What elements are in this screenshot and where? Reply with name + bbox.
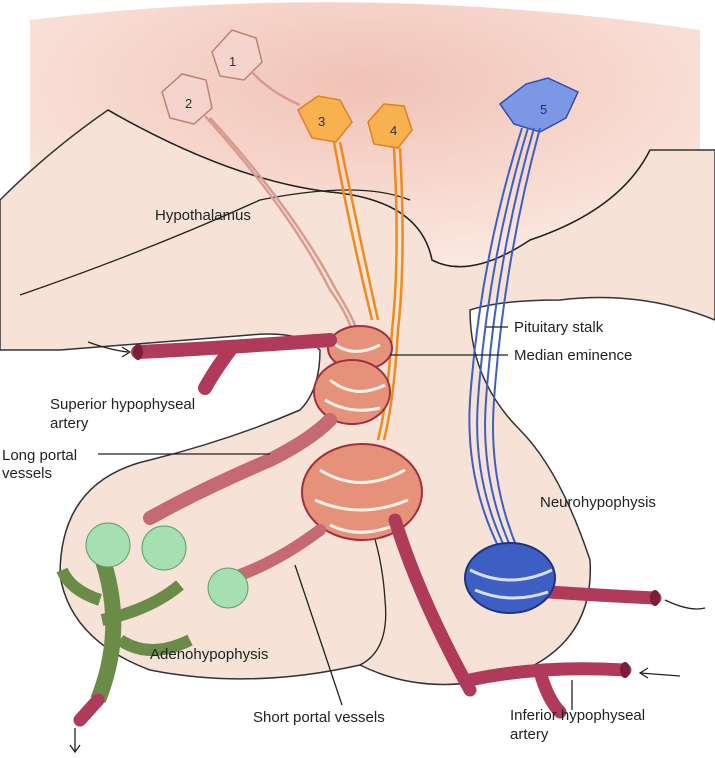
adenohypophysis-cells (56, 522, 249, 703)
long-portal-label-1: Long portal (2, 447, 77, 464)
hypothalamus-region (30, 2, 700, 272)
third-ventricle-outline (19, 189, 411, 296)
adenohypophysis-label: Adenohypophysis (150, 646, 268, 663)
svg-text:3: 3 (318, 114, 325, 129)
neuron-3: 3 (297, 95, 353, 143)
short-portal-vessel (234, 524, 326, 581)
neuron-1: 1 (211, 29, 263, 81)
superior-artery-label-2: artery (50, 415, 89, 432)
neurohypophysis-label: Neurohypophysis (540, 494, 656, 511)
hypothalamus-outline (107, 109, 651, 268)
inferior-artery-label-1: Inferior hypophyseal (510, 707, 645, 724)
blue-axons (468, 127, 541, 551)
neuron-2: 2 (161, 73, 213, 125)
inferior-hypophyseal-artery (388, 513, 632, 719)
short-portal-label: Short portal vessels (253, 709, 385, 726)
neuron-4: 4 (367, 103, 413, 149)
hypothalamus-label: Hypothalamus (155, 207, 251, 224)
outflow-vessel (73, 693, 105, 727)
median-eminence-label: Median eminence (514, 347, 632, 364)
neuron-1-axon (251, 71, 301, 107)
orange-axons (332, 141, 404, 441)
superior-artery-arrow (87, 341, 129, 353)
pituitary-stalk-label: Pituitary stalk (514, 319, 604, 336)
superior-artery-label-1: Superior hypophyseal (50, 396, 195, 413)
long-portal-label-2: vessels (2, 465, 52, 482)
superior-hypophyseal-artery (131, 333, 337, 395)
median-eminence-plexus (313, 325, 393, 425)
inferior-artery-label-2: artery (510, 726, 549, 743)
short-portal-leader (294, 564, 343, 706)
svg-text:5: 5 (540, 102, 547, 117)
neuron-5: 5 (498, 77, 579, 133)
neuron-2-axon (204, 115, 360, 333)
svg-text:1: 1 (229, 54, 236, 69)
svg-text:2: 2 (185, 96, 192, 111)
svg-text:4: 4 (390, 123, 397, 138)
long-portal-vessel (143, 413, 337, 525)
neurohypophysis-plexus (464, 542, 556, 614)
